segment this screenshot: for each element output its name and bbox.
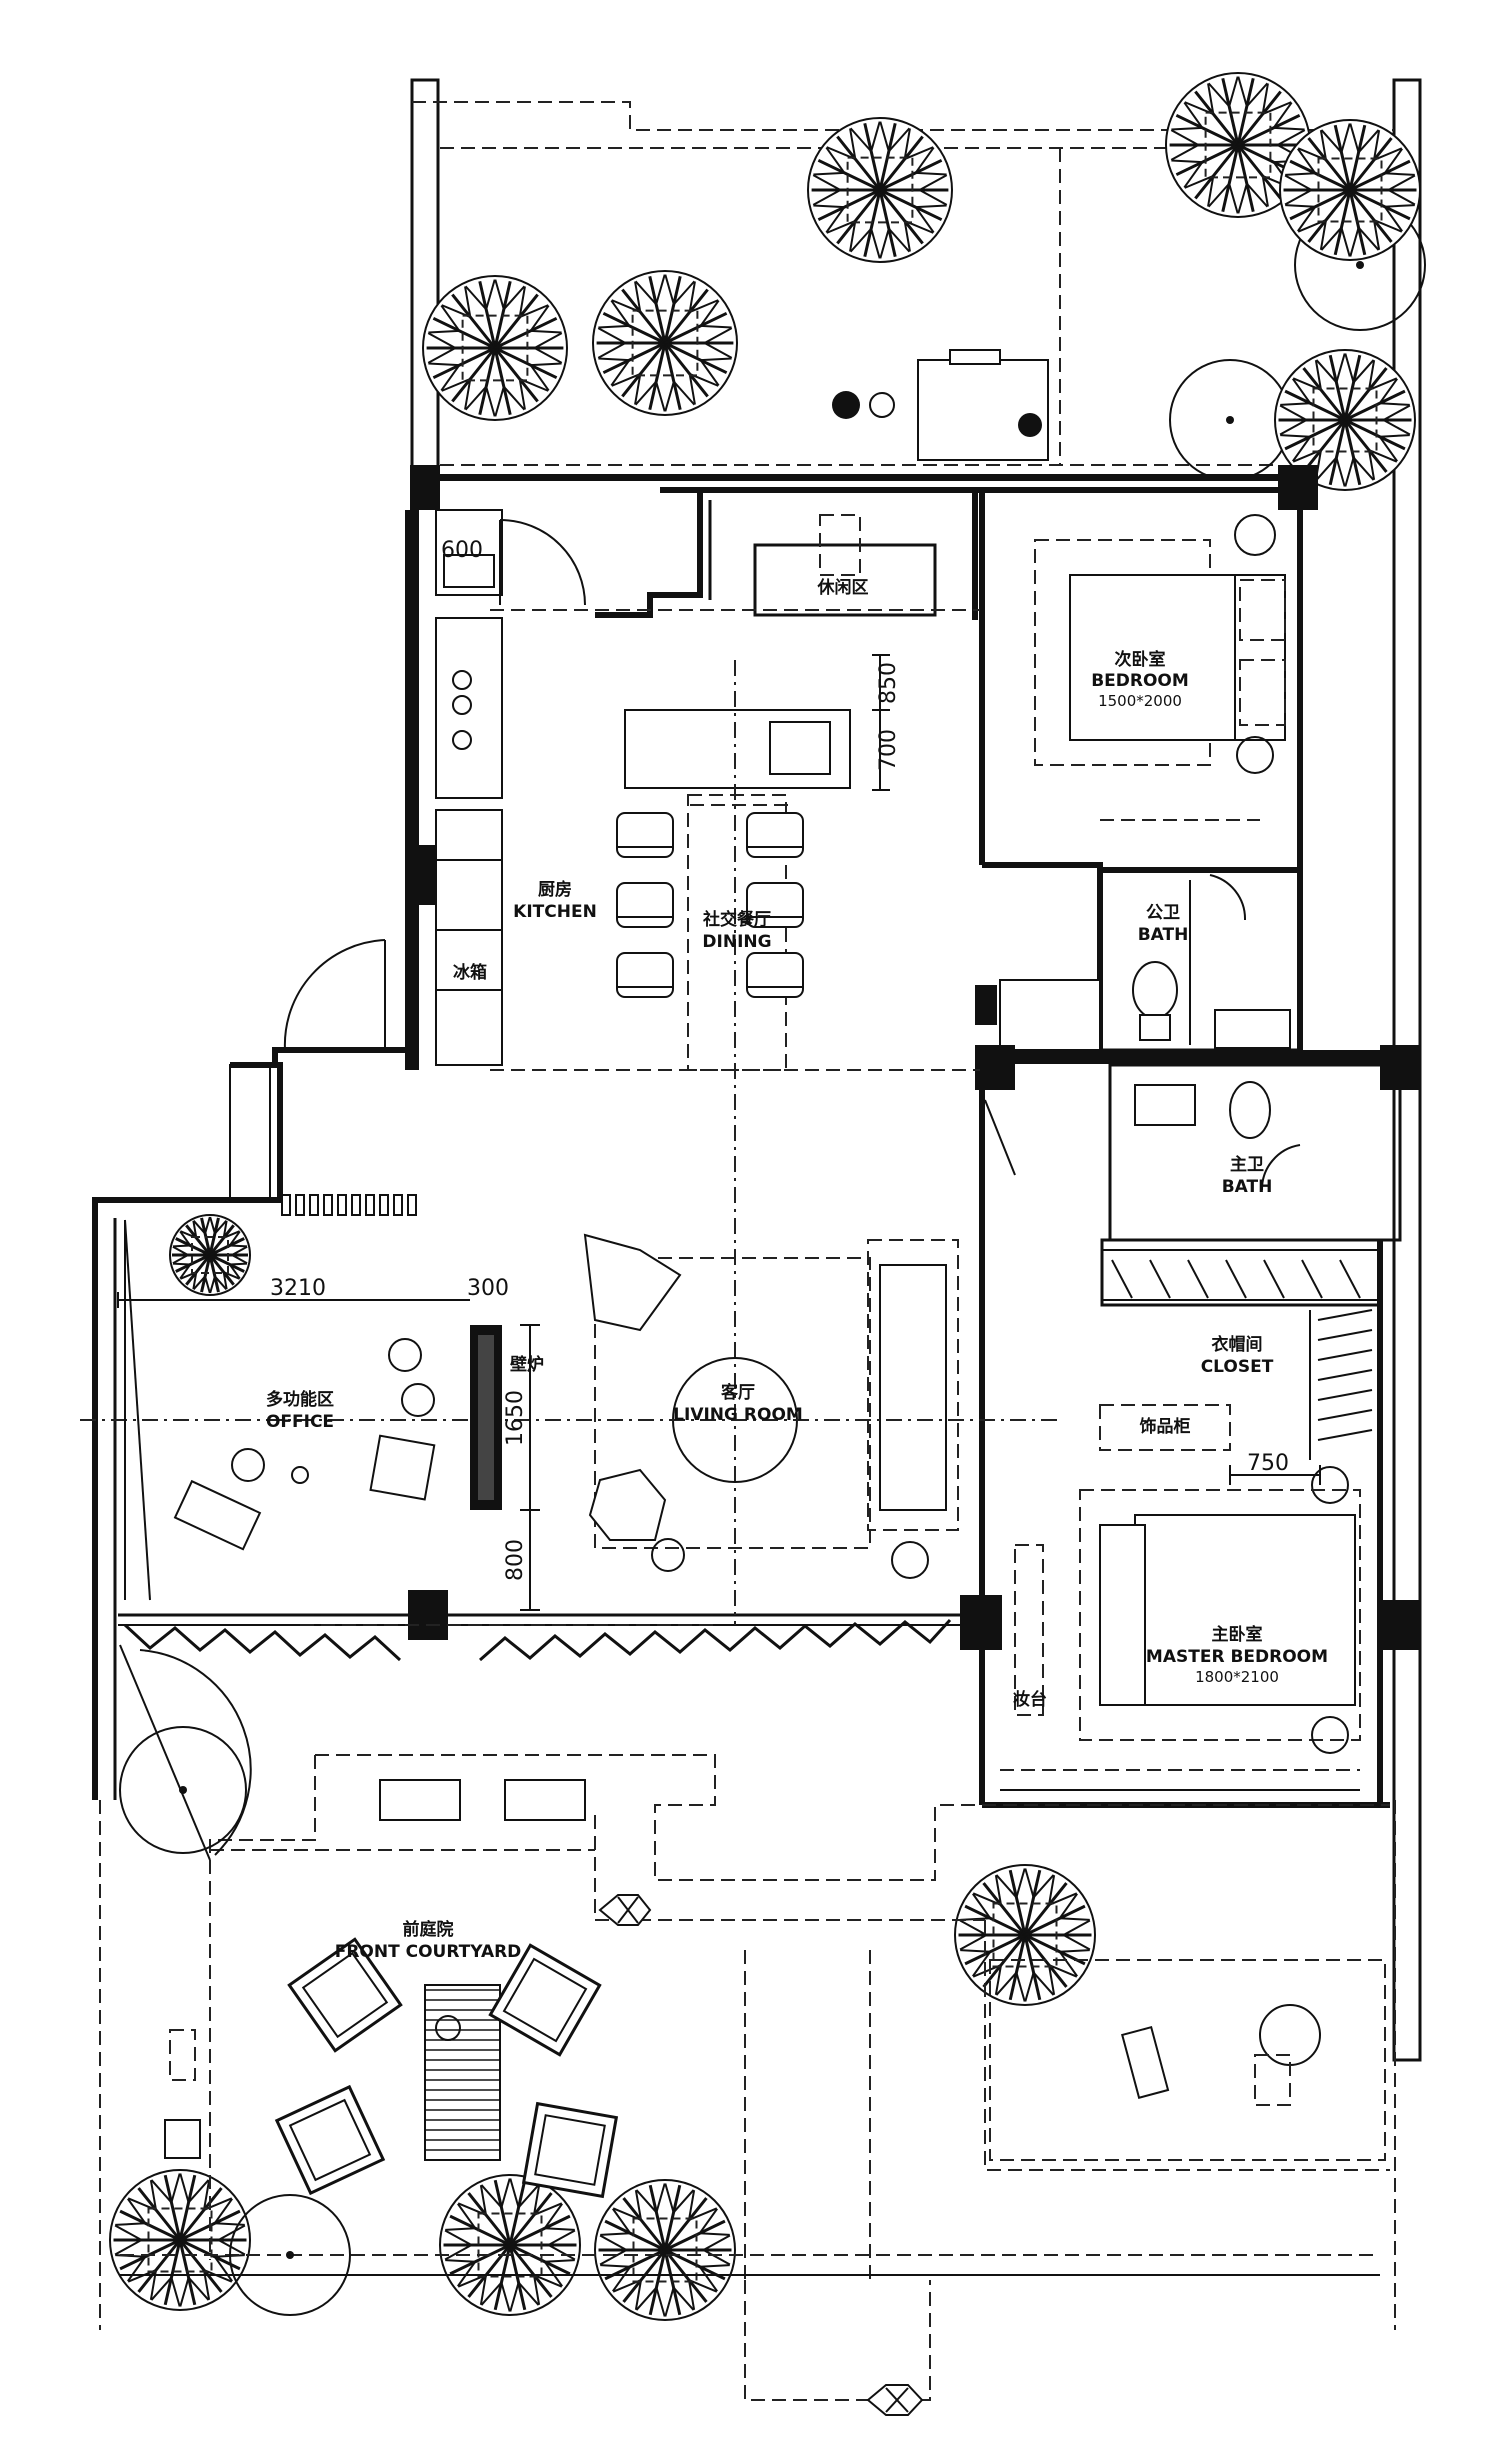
dim-office-3210: 3210 [270, 1276, 326, 1301]
chair-icon [521, 2101, 619, 2199]
bedroom2-label-zh: 次卧室 [1115, 649, 1166, 670]
tree-icon [109, 2169, 251, 2311]
courtyard-label-zh: 前庭院 [403, 1919, 454, 1940]
fireplace-label: 壁炉 [510, 1354, 544, 1375]
office-label-zh: 多功能区 [266, 1389, 334, 1410]
kitchen-label-en: KITCHEN [513, 902, 597, 922]
bedroom-2-fixtures [1034, 514, 1286, 821]
closet-label-en: CLOSET [1201, 1357, 1274, 1377]
tree-icon [169, 1214, 251, 1296]
front-courtyard [99, 1726, 1396, 2416]
chair-icon [746, 882, 804, 928]
chair-icon [616, 952, 674, 998]
dim-fireplace-300: 300 [467, 1276, 509, 1301]
dim-fireplace-1650: 1650 [503, 1390, 528, 1446]
bedroom2-label-en: BEDROOM [1091, 671, 1189, 691]
chair-icon [274, 2084, 386, 2196]
chair-icon [287, 1937, 403, 2053]
lantern-icon [598, 1894, 652, 1926]
dimension-labels: 600 850 700 3210 300 1650 800 750 [270, 538, 1289, 1581]
fridge-label: 冰箱 [453, 962, 487, 983]
master-bedroom-label-zh: 主卧室 [1212, 1624, 1263, 1645]
office-fixtures [117, 1194, 470, 1601]
dresser-label: 妆台 [1013, 1689, 1047, 1710]
tree-icon [1165, 72, 1311, 218]
dim-island-850: 850 [876, 662, 901, 704]
living-fixtures [80, 1233, 1060, 1611]
closet-fixtures [1000, 1249, 1381, 1791]
master-bath-label-en: BATH [1222, 1177, 1273, 1197]
tree-icon [594, 2179, 736, 2321]
leisure-area-label: 休闲区 [817, 577, 869, 598]
tree-icon [592, 270, 738, 416]
bedroom2-size: 1500*2000 [1098, 692, 1182, 710]
dim-island-700: 700 [876, 729, 901, 771]
living-label-en: LIVING ROOM [673, 1405, 803, 1425]
master-bath-label-zh: 主卫 [1230, 1154, 1264, 1175]
chair-icon [746, 812, 804, 858]
living-label-zh: 客厅 [720, 1382, 755, 1403]
tree-icon [1279, 119, 1421, 261]
closet-label-zh: 衣帽间 [1212, 1334, 1263, 1355]
bath-fixtures [1132, 880, 1291, 1139]
public-bath-label-en: BATH [1138, 925, 1189, 945]
chair-icon [616, 882, 674, 928]
tree-icon [1274, 349, 1416, 491]
chair-icon [616, 812, 674, 858]
kitchen-label-zh: 厨房 [538, 879, 572, 900]
walls [92, 465, 1420, 1808]
dim-closet-750: 750 [1247, 1451, 1289, 1476]
dining-label-zh: 社交餐厅 [702, 909, 771, 930]
door-swing-icon [119, 519, 1301, 1861]
dim-office-800: 800 [503, 1539, 528, 1581]
master-bedroom-label-en: MASTER BEDROOM [1146, 1647, 1328, 1667]
tree-icon [439, 2174, 581, 2316]
dim-kitchen-600: 600 [441, 538, 483, 563]
tree-icon [422, 275, 568, 421]
tree-icon [954, 1864, 1096, 2006]
chair-icon [746, 952, 804, 998]
dining-label-en: DINING [702, 932, 771, 952]
master-bedroom-size: 1800*2100 [1195, 1668, 1279, 1686]
tree-icon [807, 117, 953, 263]
lantern-icon [866, 2384, 924, 2416]
chair-icon [488, 1943, 602, 2057]
office-label-en: OFFICE [266, 1412, 334, 1432]
room-labels: 休闲区 次卧室 BEDROOM 1500*2000 厨房 KITCHEN 社交餐… [266, 577, 1328, 1962]
courtyard-label-en: FRONT COURTYARD [335, 1942, 522, 1962]
public-bath-label-zh: 公卫 [1146, 903, 1180, 923]
rear-garden [410, 78, 1426, 2062]
kitchen-fixtures [435, 509, 980, 1625]
display-cabinet-label: 饰品柜 [1140, 1416, 1191, 1437]
